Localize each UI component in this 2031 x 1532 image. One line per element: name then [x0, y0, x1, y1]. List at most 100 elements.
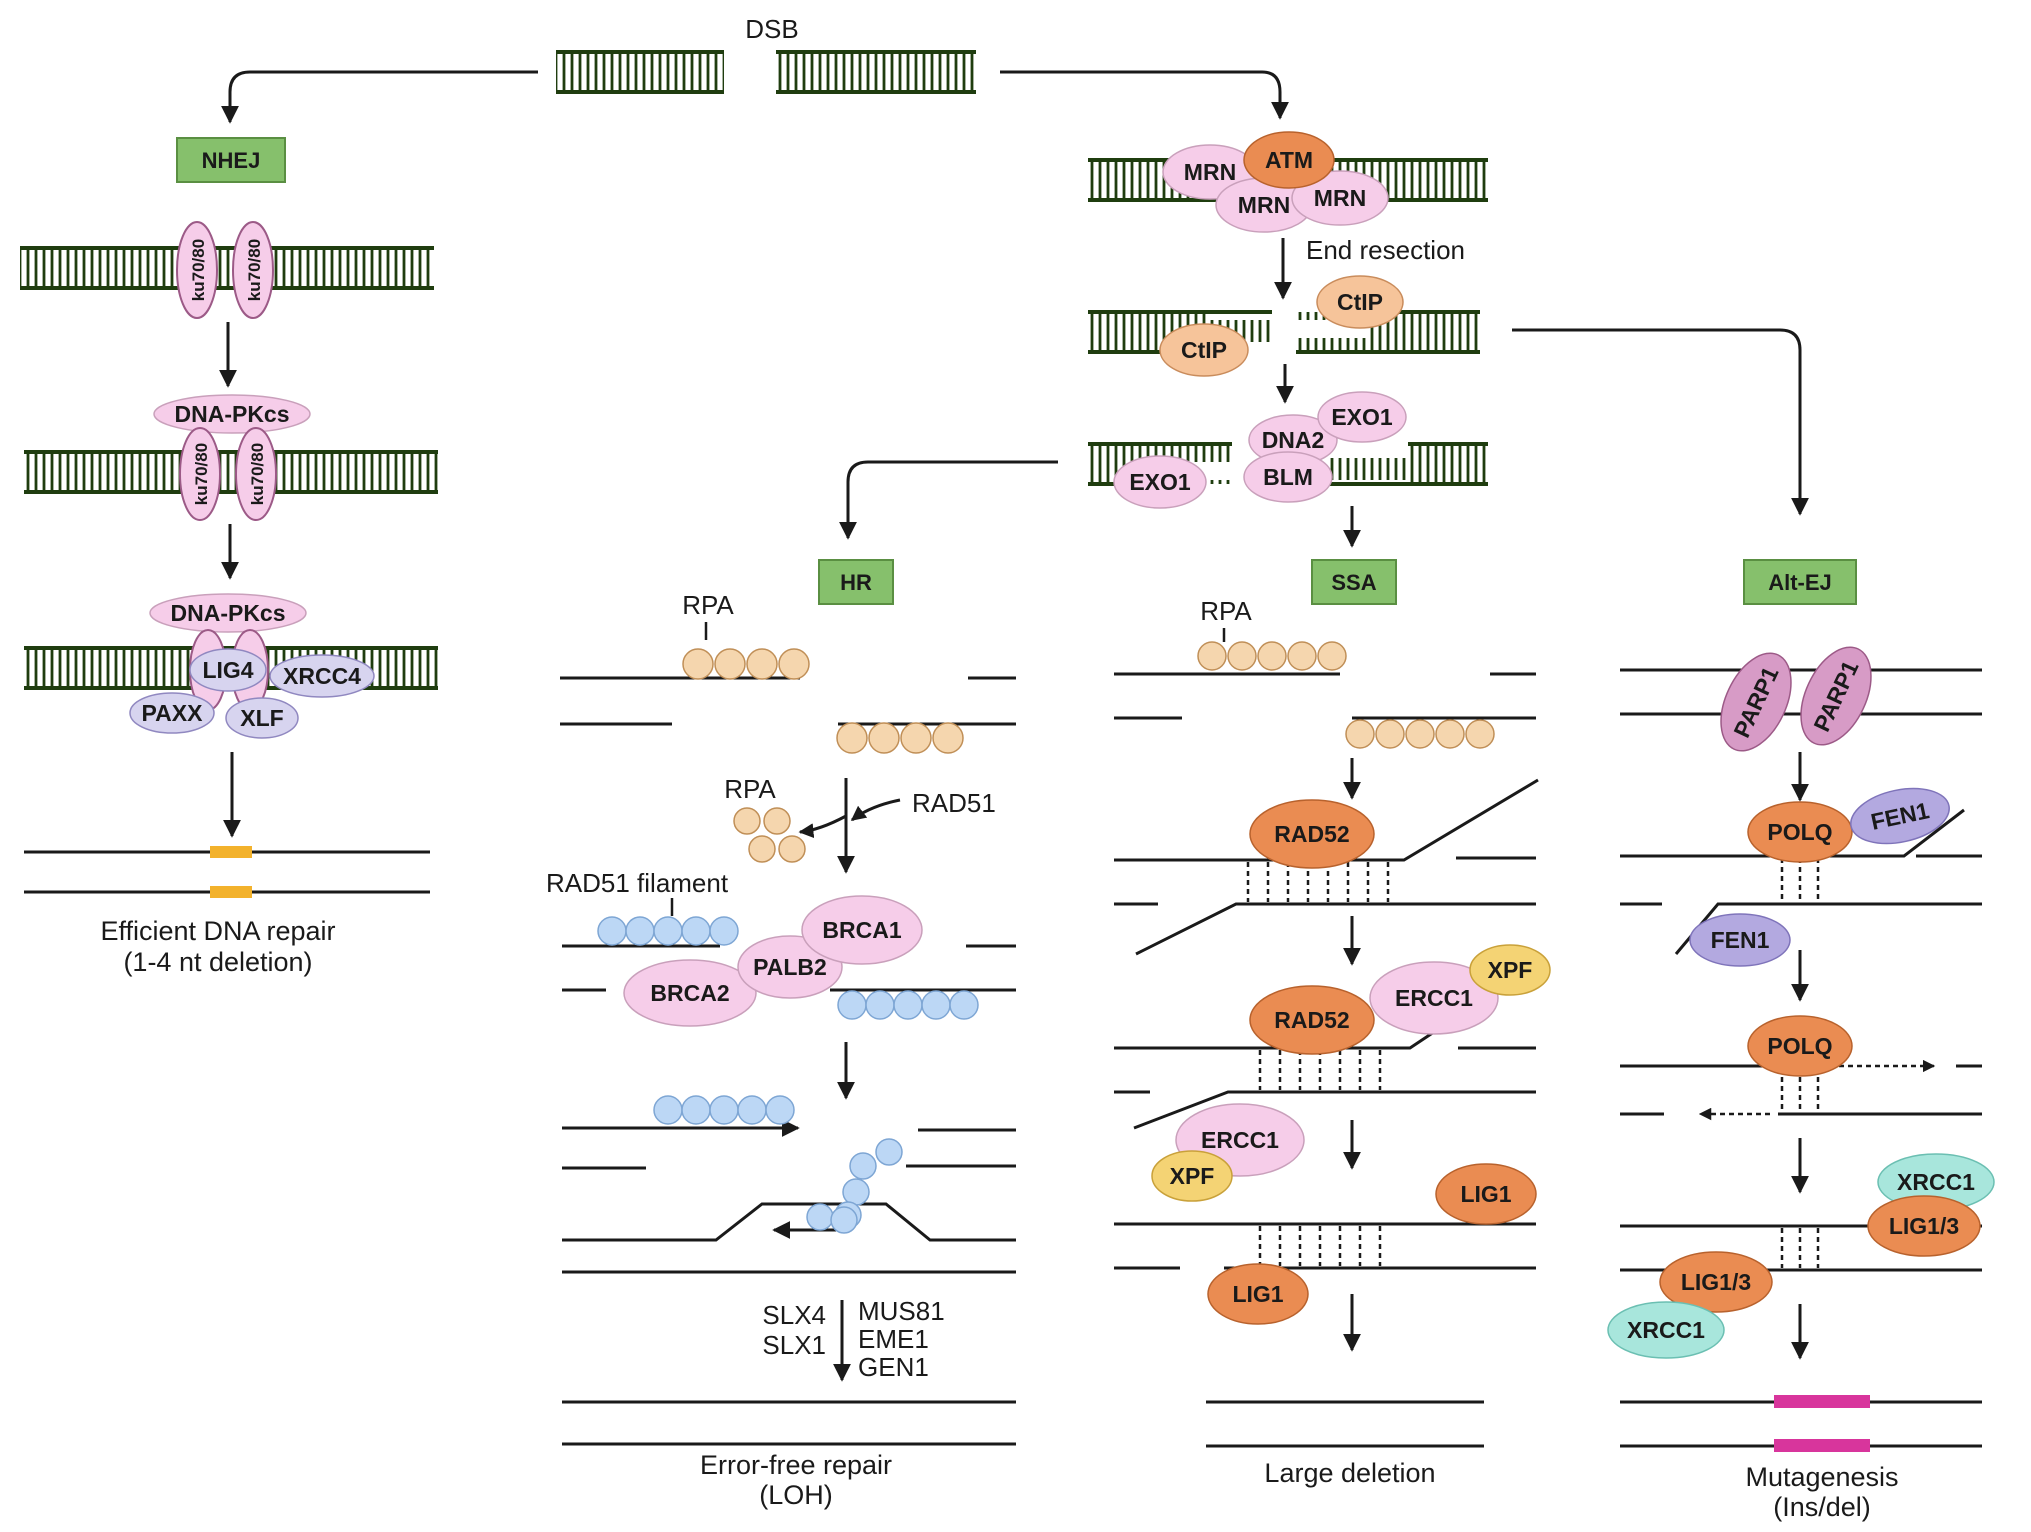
rad52-2: RAD52 [1249, 985, 1375, 1055]
ku-right-1: ku70/80 [232, 221, 274, 319]
hr-label: HR [840, 570, 872, 595]
svg-text:LIG1: LIG1 [1460, 1181, 1511, 1207]
lig1-top: LIG1 [1435, 1163, 1537, 1225]
altej-mutation-mark-top [1774, 1395, 1870, 1408]
svg-text:LIG1: LIG1 [1232, 1281, 1283, 1307]
gen1-label: GEN1 [858, 1352, 929, 1382]
ssa-anneal-2 [1258, 1050, 1382, 1090]
rpa-label-3: RPA [1200, 596, 1252, 626]
svg-text:XPF: XPF [1488, 957, 1533, 983]
arrow-to-hr [839, 460, 1058, 540]
ku-left-2: ku70/80 [179, 427, 221, 521]
altej-column: Alt-EJ PARP1 PARP1 POLQ FEN1 FEN1 [1607, 559, 1995, 1522]
altej-anneal-2 [1780, 1068, 1820, 1112]
mus81-label: MUS81 [858, 1296, 945, 1326]
svg-text:POLQ: POLQ [1767, 819, 1832, 845]
svg-text:BRCA1: BRCA1 [822, 917, 901, 943]
svg-text:DNA-PKcs: DNA-PKcs [170, 600, 285, 626]
ssa-label: SSA [1331, 570, 1376, 595]
exo1-left: EXO1 [1113, 455, 1207, 509]
altej-anneal-3 [1780, 1228, 1820, 1268]
svg-text:MRN: MRN [1238, 192, 1290, 218]
hr-outcome-line2: (LOH) [759, 1480, 833, 1510]
rad51-cluster-3 [653, 1095, 795, 1125]
lig4: LIG4 [189, 648, 267, 692]
altej-label: Alt-EJ [1768, 570, 1832, 595]
svg-text:CtIP: CtIP [1337, 289, 1383, 315]
xlf: XLF [225, 697, 299, 739]
brca2: BRCA2 [623, 959, 757, 1027]
polq-2: POLQ [1747, 1015, 1853, 1077]
svg-text:ku70/80: ku70/80 [248, 443, 267, 505]
rpa-cluster-ssa-1 [1197, 641, 1347, 671]
ctip-right: CtIP [1316, 275, 1404, 329]
hr-box [818, 559, 894, 605]
nhej-outcome-line2: (1-4 nt deletion) [123, 947, 312, 977]
ku-right-2: ku70/80 [235, 427, 277, 521]
arrow-to-altej [1512, 328, 1809, 516]
rpa-released [733, 807, 806, 863]
ku-left-1: ku70/80 [176, 221, 218, 319]
rpa-cluster-ssa-2 [1345, 719, 1495, 749]
eme1-label: EME1 [858, 1324, 929, 1354]
nhej-label: NHEJ [202, 148, 261, 173]
xpf-top: XPF [1469, 944, 1551, 996]
dnapkcs-2: DNA-PKcs [149, 593, 307, 633]
svg-text:ku70/80: ku70/80 [192, 443, 211, 505]
svg-text:LIG1/3: LIG1/3 [1889, 1213, 1959, 1239]
parp1-left: PARP1 [1720, 652, 1792, 752]
ssa-outcome-line1: Large deletion [1264, 1458, 1435, 1488]
ssa-anneal-3 [1258, 1226, 1382, 1266]
dsb-label: DSB [745, 14, 798, 44]
svg-text:XLF: XLF [240, 705, 283, 731]
svg-text:RAD52: RAD52 [1274, 1007, 1349, 1033]
svg-text:BLM: BLM [1263, 464, 1313, 490]
mrn-2: MRN [1215, 177, 1313, 233]
altej-box [1743, 559, 1857, 605]
rpa-label-1: RPA [682, 590, 734, 620]
ssa-box [1311, 559, 1397, 605]
svg-text:LIG1/3: LIG1/3 [1681, 1269, 1751, 1295]
mrn-3: MRN [1291, 170, 1389, 226]
blm: BLM [1243, 451, 1333, 503]
fen1-top: FEN1 [1850, 787, 1950, 845]
nhej-box [176, 137, 286, 183]
slx1-label: SLX1 [762, 1330, 826, 1360]
dsb-dna-left [556, 50, 724, 94]
ctip-dna [1088, 310, 1480, 354]
svg-text:DNA2: DNA2 [1262, 427, 1325, 453]
svg-text:EXO1: EXO1 [1331, 404, 1393, 430]
parp1-right: PARP1 [1800, 646, 1872, 746]
svg-text:MRN: MRN [1314, 185, 1366, 211]
svg-text:ERCC1: ERCC1 [1201, 1127, 1279, 1153]
rad51-cluster-2 [837, 990, 979, 1020]
slx4-label: SLX4 [762, 1300, 826, 1330]
svg-text:PAXX: PAXX [142, 700, 204, 726]
xrcc4: XRCC4 [269, 654, 375, 698]
nhej-dna-1 [20, 246, 434, 290]
rad51-label: RAD51 [912, 788, 996, 818]
svg-text:FEN1: FEN1 [1711, 927, 1770, 953]
rad51-filament-label: RAD51 filament [546, 868, 729, 898]
hr-column: HR RPA RPA RAD51 RAD51 filament [546, 559, 1016, 1510]
nhej-column: NHEJ ku70/80 ku70/80 DNA-PKcs ku70 [20, 137, 438, 977]
rpa-label-2: RPA [724, 774, 776, 804]
xpf-bottom: XPF [1151, 1150, 1233, 1202]
svg-text:EXO1: EXO1 [1129, 469, 1191, 495]
atm: ATM [1243, 131, 1335, 189]
rad51-cluster-4 [806, 1138, 903, 1234]
end-resection-label: End resection [1306, 235, 1465, 265]
ctip-left: CtIP [1159, 323, 1249, 377]
altej-outcome-line1: Mutagenesis [1745, 1462, 1898, 1492]
svg-text:LIG4: LIG4 [202, 657, 253, 683]
exo1-right: EXO1 [1317, 391, 1407, 443]
brca1: BRCA1 [801, 895, 923, 965]
nhej-outcome-line1: Efficient DNA repair [100, 916, 335, 946]
svg-text:ATM: ATM [1265, 147, 1313, 173]
ssa-column: SSA RPA RAD52 [1114, 559, 1551, 1488]
rad52-1: RAD52 [1249, 799, 1375, 869]
svg-text:POLQ: POLQ [1767, 1033, 1832, 1059]
ssa-anneal-1 [1246, 862, 1390, 902]
rpa-cluster-hr-2 [836, 722, 964, 754]
svg-text:ku70/80: ku70/80 [189, 239, 208, 301]
